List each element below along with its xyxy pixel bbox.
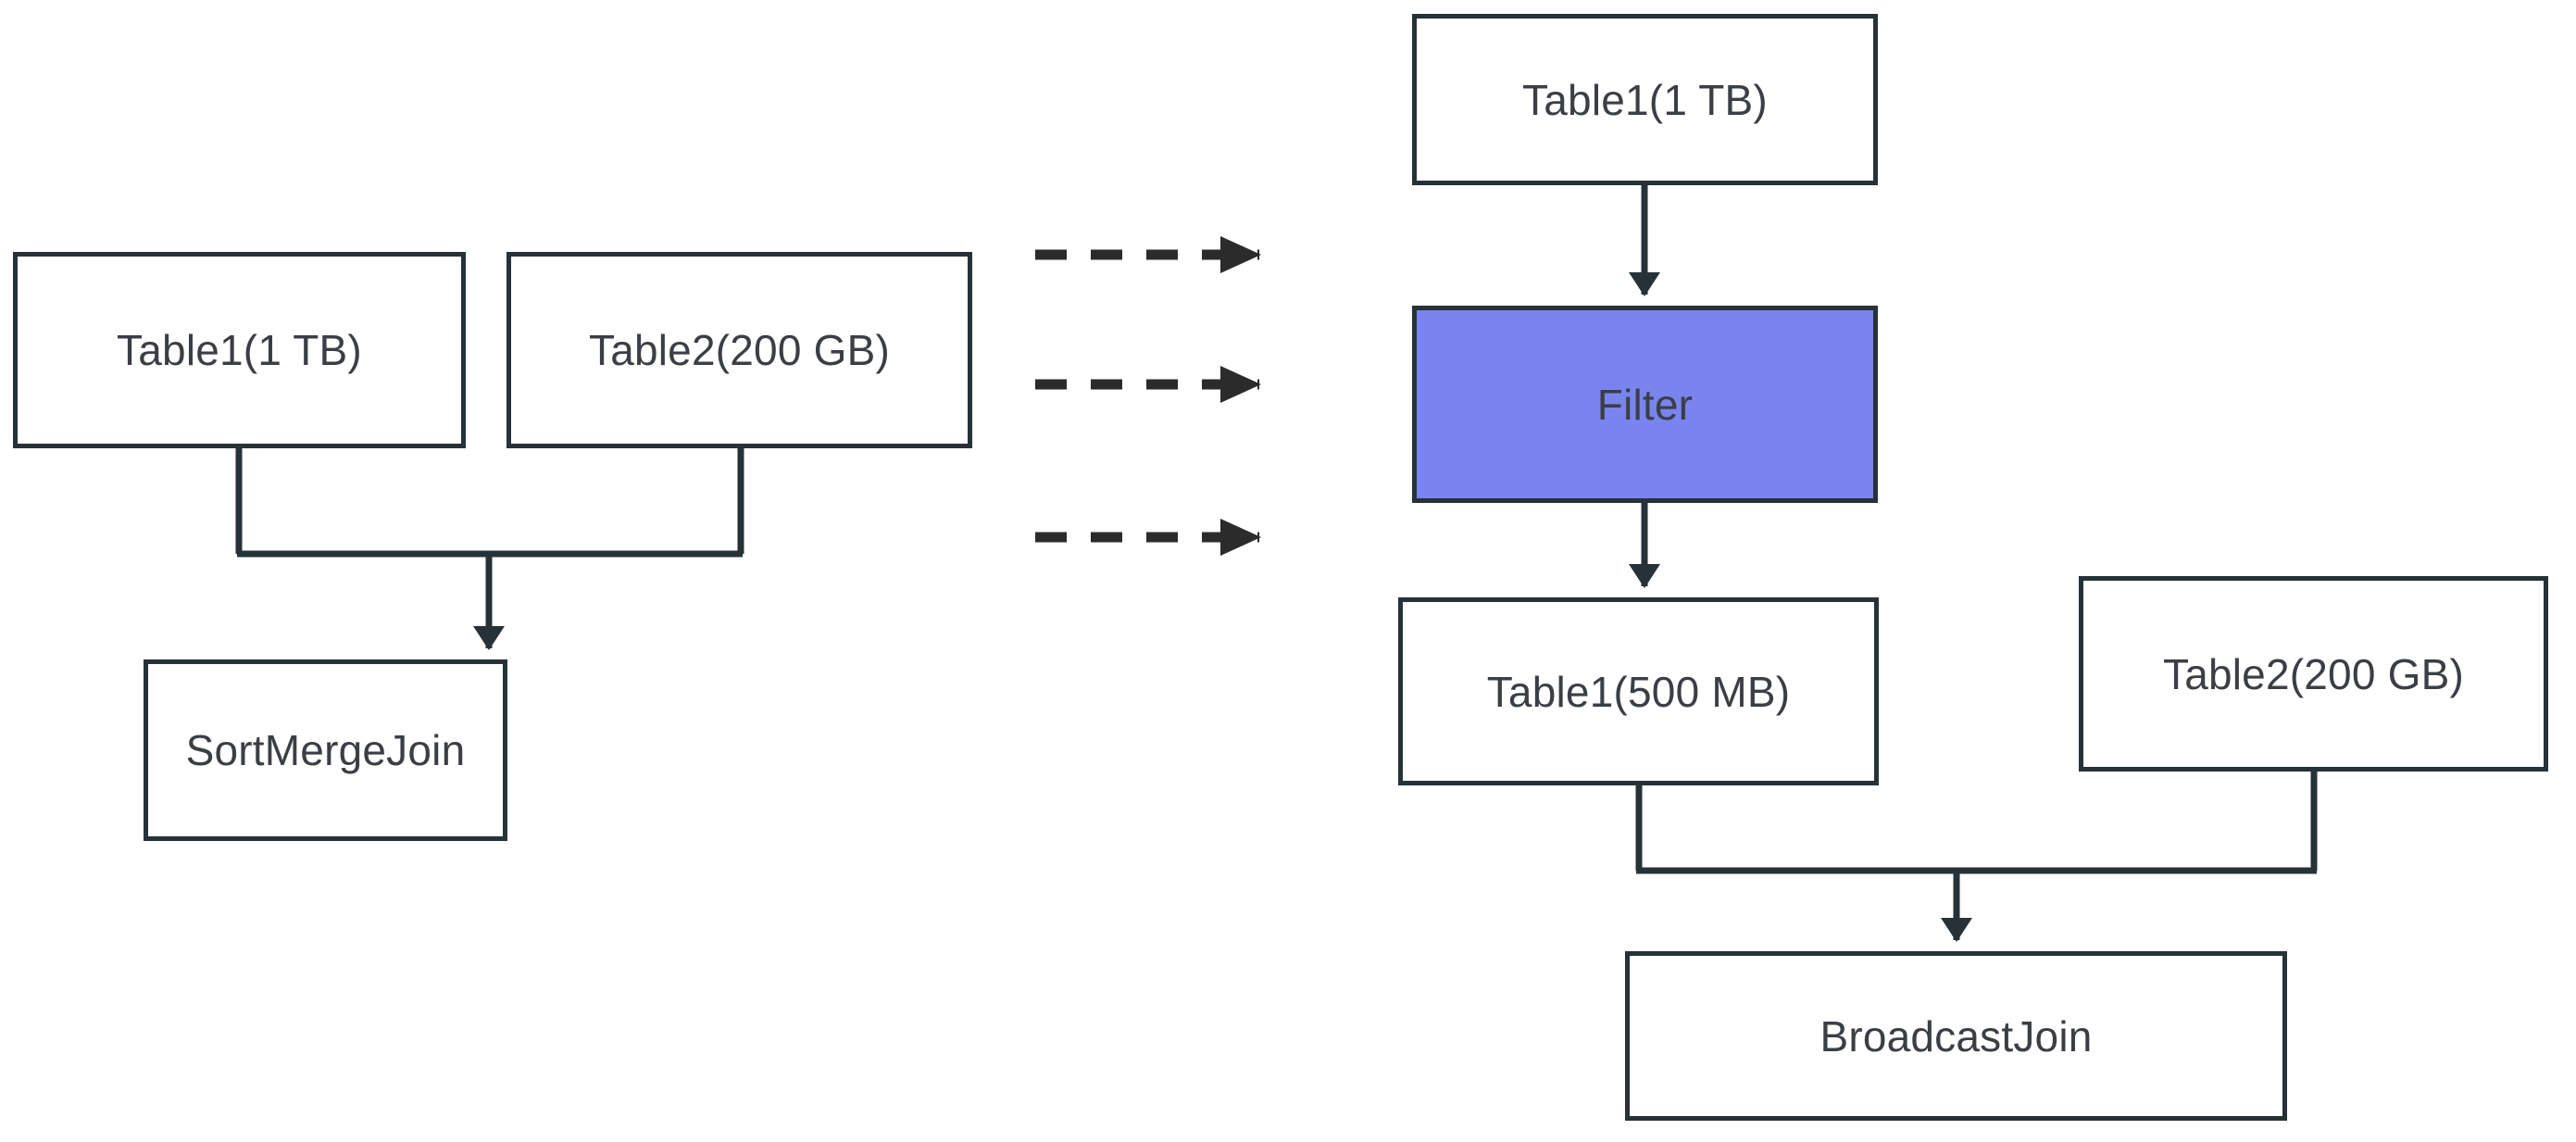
node-right-table2[interactable]: Table2(200 GB) (2079, 576, 2548, 772)
node-broadcastjoin[interactable]: BroadcastJoin (1625, 951, 2287, 1121)
node-left-table2[interactable]: Table2(200 GB) (506, 252, 972, 448)
node-sortmergejoin-label: SortMergeJoin (185, 726, 466, 774)
node-broadcastjoin-label: BroadcastJoin (1819, 1011, 2093, 1060)
right-connector-group (1629, 185, 2318, 942)
node-right-table1-output-label: Table1(500 MB) (1486, 667, 1791, 716)
node-right-table2-label: Table2(200 GB) (2163, 649, 2464, 698)
left-connector-group (235, 448, 744, 650)
node-right-table1-source-label: Table1(1 TB) (1522, 75, 1768, 124)
node-right-table1-source[interactable]: Table1(1 TB) (1412, 14, 1878, 185)
node-left-table1[interactable]: Table1(1 TB) (13, 252, 466, 448)
node-left-table1-label: Table1(1 TB) (117, 326, 362, 374)
transition-arrow-group (1035, 236, 1261, 556)
node-right-table1-output[interactable]: Table1(500 MB) (1398, 597, 1879, 785)
node-filter[interactable]: Filter (1412, 306, 1878, 503)
node-left-table2-label: Table2(200 GB) (589, 326, 890, 374)
node-filter-label: Filter (1596, 380, 1694, 429)
node-sortmergejoin[interactable]: SortMergeJoin (144, 659, 507, 841)
